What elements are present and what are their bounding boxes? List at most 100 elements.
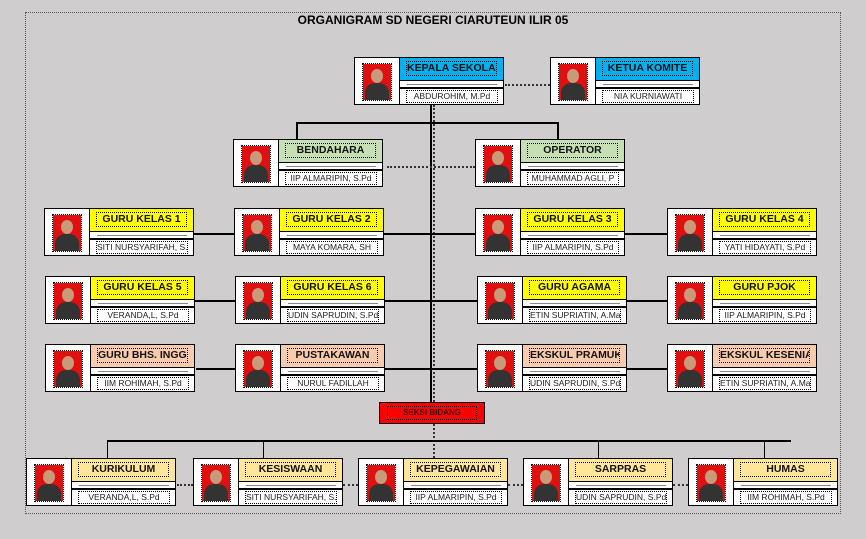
connector-dotted [505,84,550,86]
role-header: KEPALA SEKOLAH [400,58,503,81]
divider [713,306,816,308]
connector-h [296,122,559,124]
person-photo-icon [34,464,64,502]
connector-dotted [343,484,358,486]
divider [520,140,521,186]
card-ketua-komite: KETUA KOMITE NIA KURNIAWATI [550,57,700,105]
person-name: ETIN SUPRIATIN, A.Ma.Pd [529,309,621,322]
divider [523,306,626,308]
card-sarpras: SARPRAS UDIN SAPRUDIN, S.Pd [523,458,673,506]
connector-h [194,233,234,235]
person-name: ABDUROHIM, M.Pd [406,90,498,103]
role-label: KEPEGAWAIAN [410,462,501,477]
role-header: KURIKULUM [72,459,175,482]
divider [91,306,194,308]
divider [603,84,693,85]
divider [522,345,523,391]
role-header: BENDAHARA [279,140,382,163]
person-photo-icon [675,282,705,320]
card-ekskul-pramuka: EKSKUL PRAMUKA UDIN SAPRUDIN, S.Pd [477,344,627,392]
role-label: KEPALA SEKOLAH [406,61,497,76]
card-guru-bhs-inggris: GURU BHS. INGGRIS IIM ROHIMAH, S.Pd [45,344,195,392]
person-name: UDIN SAPRUDIN, S.Pd [287,309,379,322]
role-header: GURU KELAS 4 [713,209,816,232]
divider [720,235,810,236]
card-operator: OPERATOR MUHAMMAD AGLI, P [475,139,625,187]
role-header: SARPRAS [569,459,672,482]
card-guru-pjok: GURU PJOK IIP ALMARIPIN, S.Pd [667,276,817,324]
person-name: MUHAMMAD AGLI, P [527,172,619,185]
connector-dotted [673,484,688,486]
connector-main [430,105,432,402]
person-photo-icon [483,145,513,183]
person-name: IIM ROHIMAH, S.Pd [740,491,832,504]
divider [280,238,383,240]
card-humas: HUMAS IIM ROHIMAH, S.Pd [688,458,838,506]
role-header: KETUA KOMITE [596,58,699,81]
divider [281,306,384,308]
role-label: GURU KELAS 5 [97,280,188,295]
person-name: IIP ALMARIPIN, S.Pd [410,491,502,504]
person-photo-icon [241,145,271,183]
person-name: UDIN SAPRUDIN, S.Pd [529,377,621,390]
divider [79,485,169,486]
divider [741,485,831,486]
seksi-bidang-box: SEKSI BIDANG [379,402,485,424]
person-name: VERANDA,L, S.Pd [78,491,170,504]
divider [288,371,378,372]
person-name: IIM ROHIMAH, S.Pd [97,377,189,390]
divider [280,345,281,391]
divider [97,235,187,236]
person-name: YATI HIDAYATI, S.Pd [719,241,811,254]
person-photo-icon [485,282,515,320]
connector-h [384,233,475,235]
role-header: KESISWAAN [239,459,342,482]
person-name: ETIN SUPRIATIN, A.Ma.Pd [719,377,811,390]
role-label: KETUA KOMITE [602,61,693,76]
person-name: IIP ALMARIPIN, S.Pd [285,172,377,185]
person-photo-icon [558,63,588,101]
role-label: GURU AGAMA [529,280,620,295]
divider [91,374,194,376]
person-photo-icon [531,464,561,502]
chart-frame [25,12,841,514]
role-label: GURU BHS. INGGRIS [97,348,188,363]
card-guru-kelas-5: GURU KELAS 5 VERANDA,L, S.Pd [45,276,195,324]
person-name: UDIN SAPRUDIN, S.Pd [575,491,667,504]
person-photo-icon [53,350,83,388]
role-label: GURU KELAS 1 [96,212,187,227]
person-name: NIA KURNIAWATI [602,90,694,103]
divider [404,488,507,490]
divider [521,238,624,240]
role-header: HUMAS [734,459,837,482]
card-pustakawan: PUSTAKAWAN NURUL FADILLAH [235,344,385,392]
divider [279,169,382,171]
role-label: EKSKUL PRAMUKA [529,348,620,363]
divider [522,277,523,323]
divider [530,303,620,304]
person-photo-icon [366,464,396,502]
divider [712,277,713,323]
role-label: SARPRAS [575,462,666,477]
divider [407,84,497,85]
card-bendahara: BENDAHARA IIP ALMARIPIN, S.Pd [233,139,383,187]
divider [71,459,72,505]
role-label: GURU KELAS 4 [719,212,810,227]
divider [733,459,734,505]
role-label: GURU KELAS 2 [286,212,377,227]
divider [98,371,188,372]
person-photo-icon [243,282,273,320]
person-photo-icon [242,214,272,252]
role-header: GURU BHS. INGGRIS [91,345,194,368]
divider [90,238,193,240]
role-header: EKSKUL PRAMUKA [523,345,626,368]
role-label: KESISWAAN [245,462,336,477]
person-name: NURUL FADILLAH [287,377,379,390]
divider [530,371,620,372]
role-label: KURIKULUM [78,462,169,477]
divider [89,209,90,255]
divider [528,235,618,236]
connector-h [385,300,477,302]
seksi-bidang-label: SEKSI BIDANG [387,406,477,420]
divider [399,58,400,104]
